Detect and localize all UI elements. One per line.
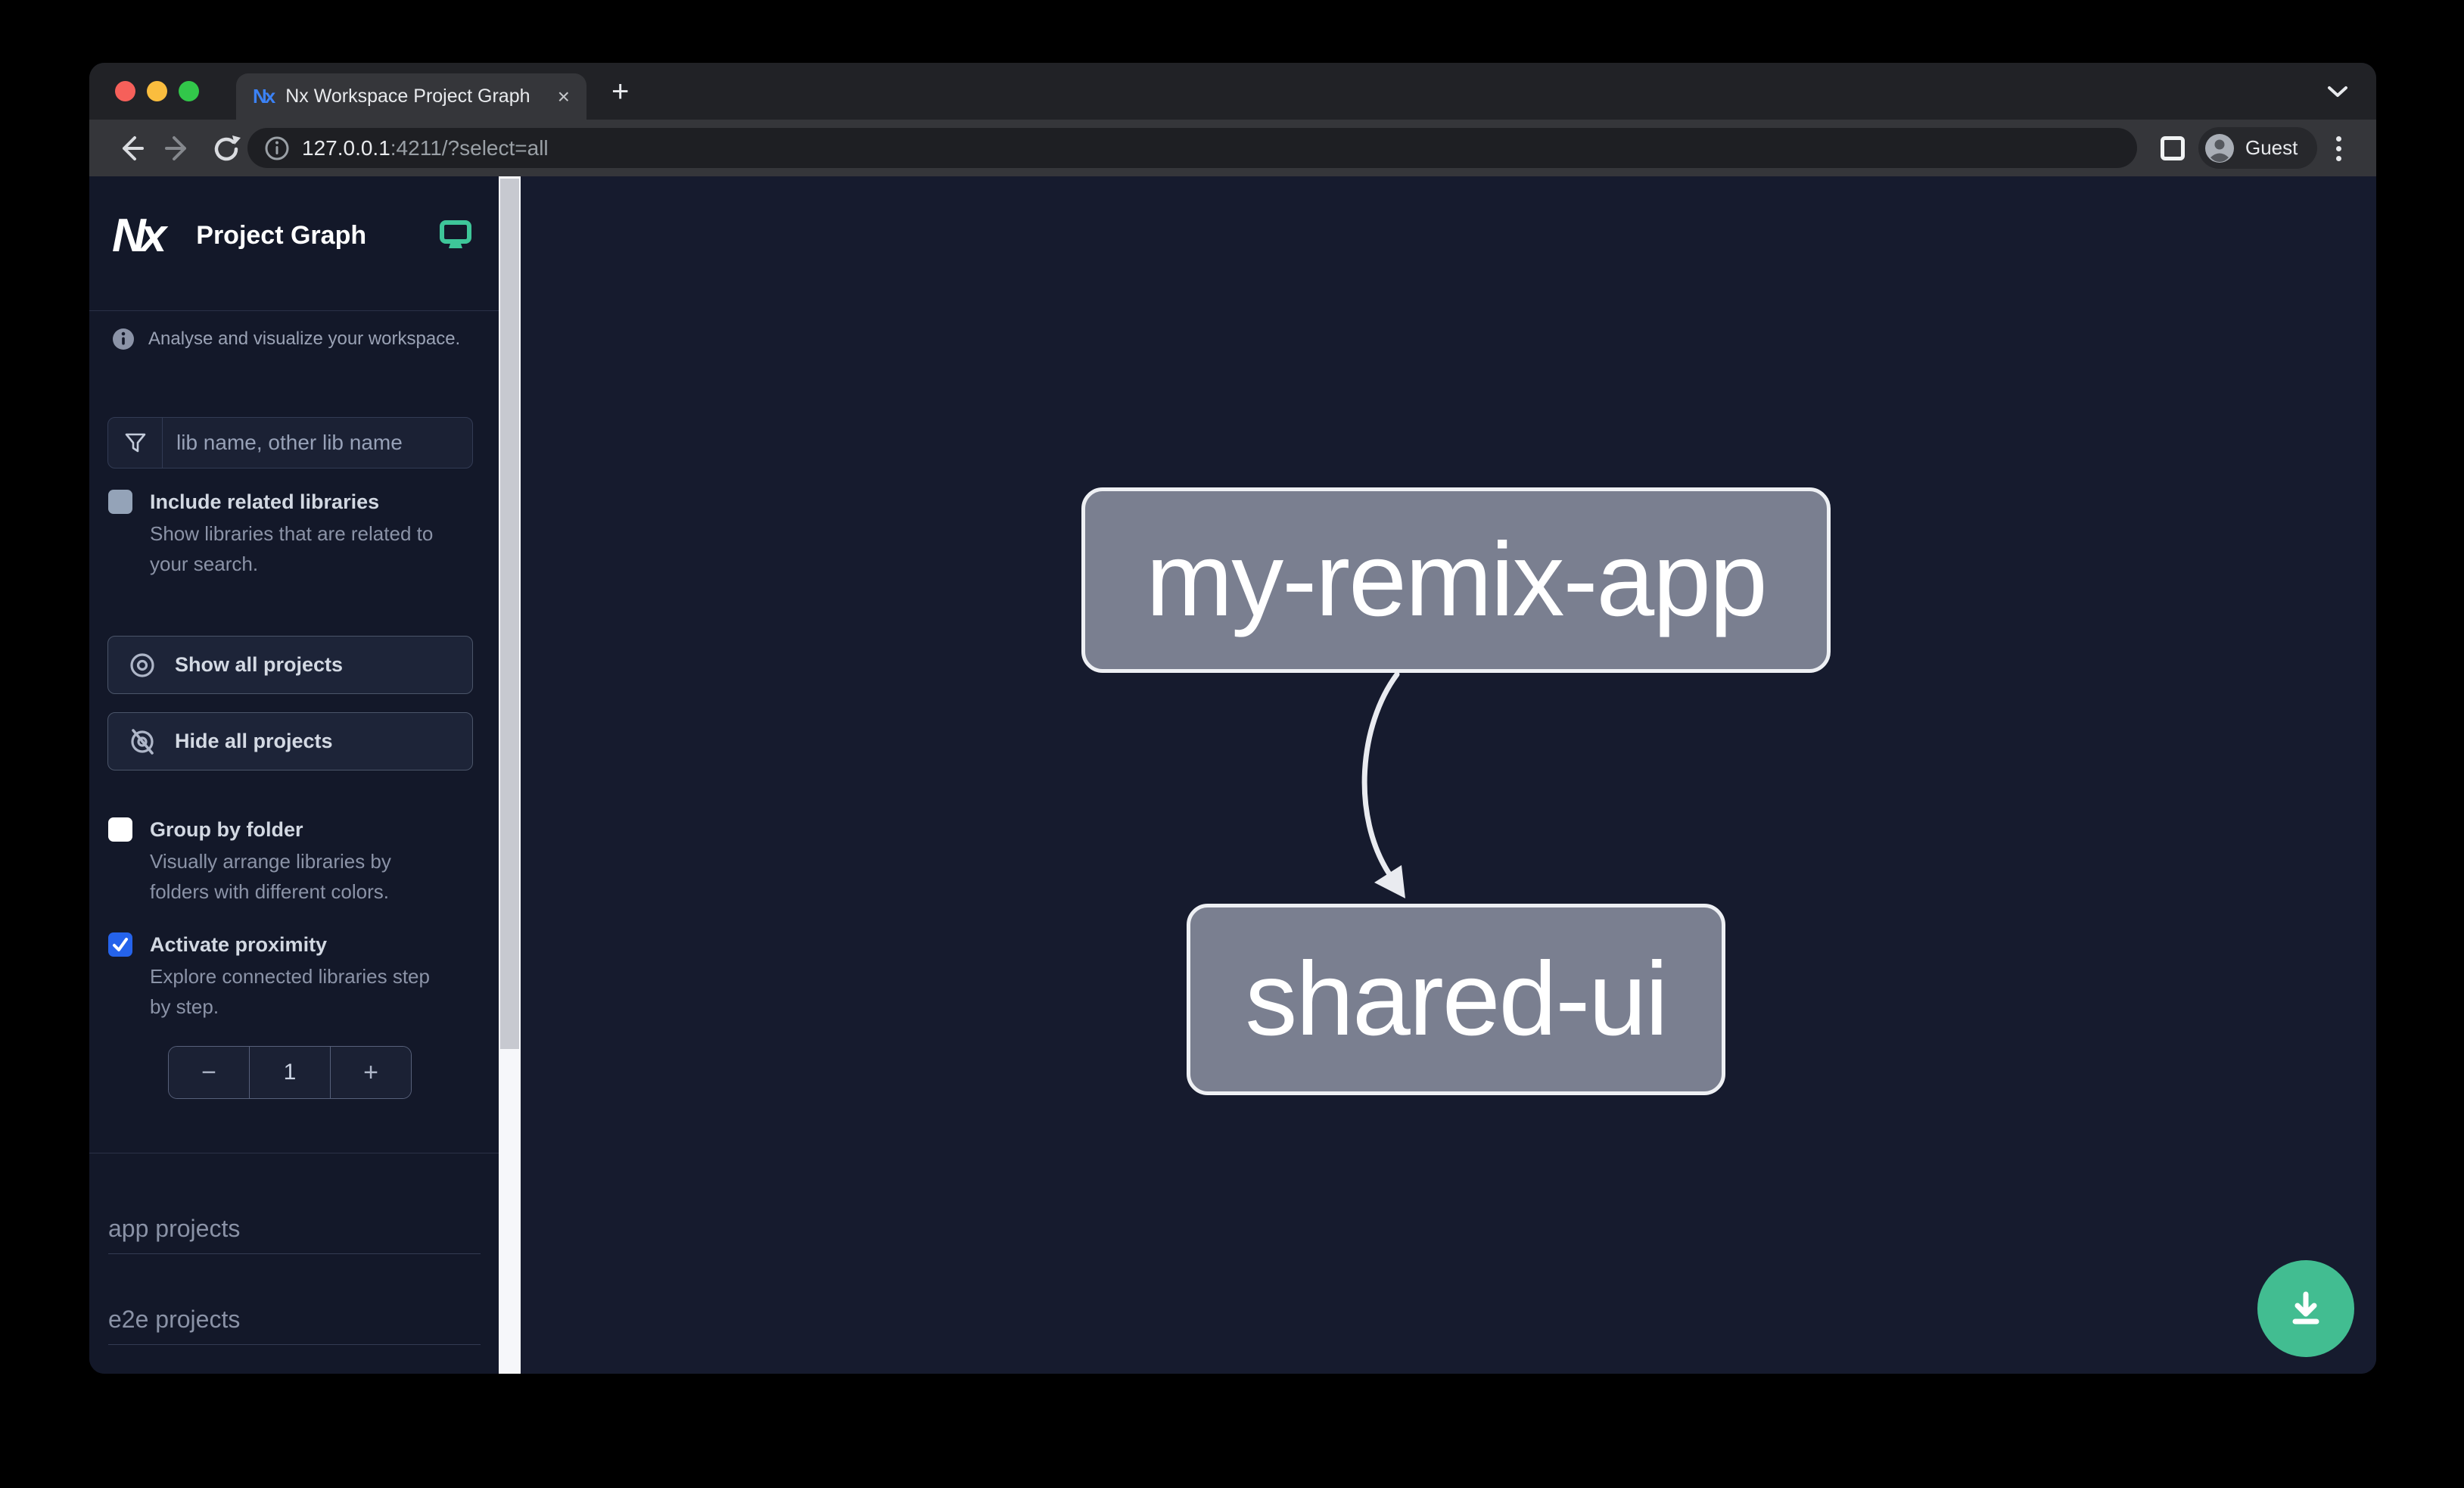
- forward-icon[interactable]: [163, 133, 194, 163]
- window-close-button[interactable]: [115, 81, 135, 101]
- search-box: [107, 417, 473, 469]
- url-host: 127.0.0.1: [302, 135, 390, 160]
- tab-strip: Nx Nx Workspace Project Graph × +: [89, 63, 2376, 120]
- filter-icon: [125, 433, 145, 453]
- divider: [89, 310, 499, 311]
- browser-tab[interactable]: Nx Nx Workspace Project Graph ×: [236, 73, 586, 120]
- option-label: Group by folder: [150, 818, 303, 841]
- back-icon[interactable]: [115, 133, 145, 163]
- graph-node[interactable]: shared-ui: [1187, 904, 1725, 1095]
- button-label: Show all projects: [175, 653, 344, 676]
- url-text: 127.0.0.1:4211/?select=all: [302, 136, 549, 160]
- activate-proximity-checkbox[interactable]: [108, 932, 132, 957]
- url-bar[interactable]: 127.0.0.1:4211/?select=all: [247, 128, 2137, 168]
- nx-favicon-icon: Nx: [253, 85, 275, 107]
- hide-all-projects-button[interactable]: Hide all projects: [107, 712, 473, 770]
- check-icon: [113, 938, 128, 951]
- search-input[interactable]: [163, 431, 472, 455]
- info-icon: [113, 328, 134, 350]
- tab-search-chevron-icon[interactable]: [2326, 84, 2349, 99]
- group-by-folder-checkbox[interactable]: [108, 817, 132, 842]
- tab-close-icon[interactable]: ×: [557, 84, 570, 108]
- avatar-icon: [2205, 133, 2234, 163]
- url-path: :4211/?select=all: [390, 135, 549, 160]
- download-graph-button[interactable]: [2257, 1260, 2354, 1357]
- proximity-stepper: − 1 +: [168, 1046, 412, 1099]
- stepper-increase-button[interactable]: +: [331, 1047, 411, 1098]
- graph-canvas[interactable]: my-remix-app shared-ui: [521, 176, 2376, 1374]
- option-label: Include related libraries: [150, 490, 380, 513]
- reload-icon[interactable]: [210, 133, 242, 165]
- page-title: Project Graph: [196, 220, 367, 250]
- option-label: Activate proximity: [150, 933, 328, 956]
- side-panel-icon[interactable]: [2161, 136, 2185, 160]
- option-description: Show libraries that are related to your …: [150, 522, 434, 575]
- option-description: Explore connected libraries step by step…: [150, 965, 430, 1018]
- include-related-checkbox[interactable]: [108, 490, 132, 514]
- window-minimize-button[interactable]: [147, 81, 167, 101]
- sidebar-scrollbar[interactable]: [499, 176, 521, 1374]
- site-info-icon[interactable]: [264, 135, 290, 161]
- sidebar: Nx Project Graph Analyse and visualize y…: [89, 176, 499, 1374]
- profile-label: Guest: [2245, 136, 2298, 159]
- show-all-projects-button[interactable]: Show all projects: [107, 636, 473, 694]
- edge-my-remix-app-to-shared-ui: [1361, 671, 1405, 898]
- filter-icon-box: [108, 418, 163, 468]
- option-include-related[interactable]: Include related libraries Show libraries…: [108, 488, 437, 579]
- sidebar-header: Nx Project Graph: [112, 205, 471, 266]
- tagline: Analyse and visualize your workspace.: [148, 328, 461, 349]
- browser-menu-icon[interactable]: [2335, 132, 2341, 166]
- new-tab-button[interactable]: +: [611, 75, 630, 108]
- download-icon: [2292, 1291, 2319, 1325]
- stepper-value[interactable]: 1: [249, 1047, 331, 1098]
- option-activate-proximity[interactable]: Activate proximity Explore connected lib…: [108, 931, 437, 1022]
- option-group-by-folder[interactable]: Group by folder Visually arrange librari…: [108, 816, 437, 907]
- profile-button[interactable]: Guest: [2198, 127, 2318, 169]
- eye-icon: [130, 652, 154, 677]
- nx-logo: Nx: [112, 209, 166, 262]
- button-label: Hide all projects: [175, 730, 333, 752]
- graph-node[interactable]: my-remix-app: [1081, 487, 1831, 673]
- tab-title: Nx Workspace Project Graph: [285, 86, 530, 107]
- stepper-decrease-button[interactable]: −: [169, 1047, 249, 1098]
- section-app-projects: app projects: [108, 1215, 481, 1254]
- option-description: Visually arrange libraries by folders wi…: [150, 850, 391, 903]
- section-e2e-projects: e2e projects: [108, 1306, 481, 1345]
- browser-window: Nx Nx Workspace Project Graph × + 127.0.…: [89, 63, 2376, 1374]
- window-zoom-button[interactable]: [179, 81, 199, 101]
- scrollbar-thumb[interactable]: [500, 179, 519, 1049]
- tagline-row: Analyse and visualize your workspace.: [112, 328, 460, 350]
- page-content: Nx Project Graph Analyse and visualize y…: [89, 176, 2376, 1374]
- monitor-icon[interactable]: [440, 220, 471, 251]
- browser-toolbar: 127.0.0.1:4211/?select=all Guest: [89, 120, 2376, 176]
- eye-off-icon: [131, 728, 154, 755]
